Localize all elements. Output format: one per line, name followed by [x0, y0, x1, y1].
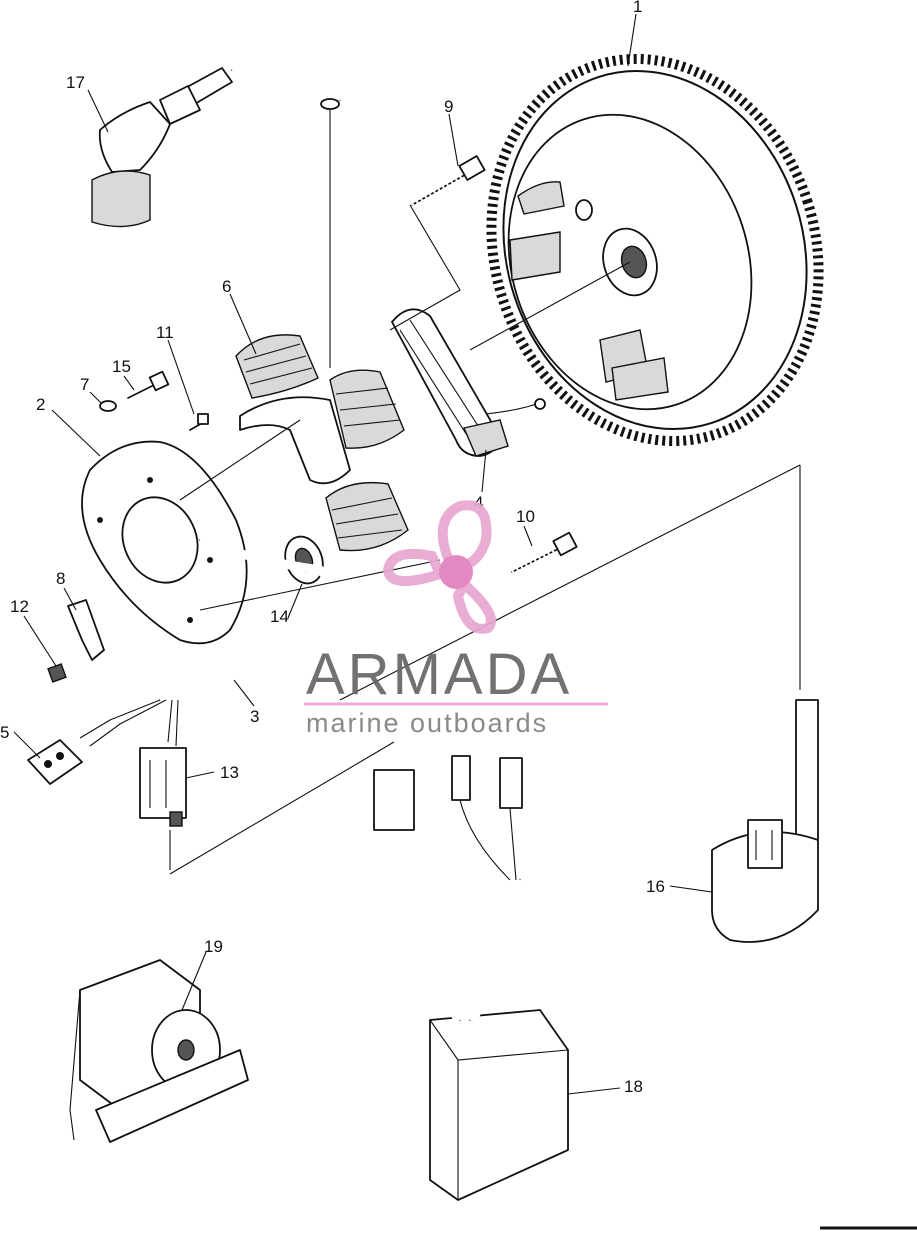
callout-8: 8	[56, 569, 65, 588]
callout-13: 13	[220, 763, 239, 782]
propeller-logo-icon	[382, 500, 496, 634]
callout-5: 5	[0, 723, 9, 742]
callout-17: 17	[66, 73, 85, 92]
callout-18: 18	[624, 1077, 643, 1096]
screw-12	[47, 663, 67, 683]
leader-lines	[13, 13, 713, 1095]
callout-labels: 1 17 9 6 11 15 7 2 4 10 8 12 14 3 5 13 1…	[0, 0, 665, 1096]
ignition-coil-16	[711, 699, 819, 943]
watermark-subtitle: marine outboards	[306, 708, 548, 738]
flywheel-1	[486, 53, 824, 447]
callout-3: 3	[250, 707, 259, 726]
callout-4: 4	[474, 493, 483, 512]
callout-12: 12	[10, 597, 29, 616]
spark-plug-cap-17	[91, 22, 342, 228]
callout-7: 7	[80, 375, 89, 394]
callout-19: 19	[204, 937, 223, 956]
watermark: ARMADA marine outboards	[304, 500, 608, 738]
callout-1: 1	[633, 0, 642, 16]
generating-coils-6	[235, 334, 409, 552]
watermark-title: ARMADA	[306, 642, 572, 707]
screw-15	[127, 370, 170, 399]
assembly-lines	[169, 110, 801, 875]
pulser-coil-4	[391, 308, 546, 457]
connector-13	[139, 747, 187, 827]
wire-harness-3	[79, 535, 341, 747]
callout-11: 11	[156, 323, 174, 342]
bolt-9	[411, 155, 486, 207]
relay-19	[69, 959, 249, 1143]
clamp-8	[67, 599, 105, 661]
callout-2: 2	[36, 395, 45, 414]
callout-10: 10	[516, 507, 535, 526]
callout-14: 14	[270, 607, 289, 626]
callout-6: 6	[222, 277, 231, 296]
screw-11	[189, 413, 209, 431]
callout-15: 15	[112, 357, 131, 376]
connector-5	[27, 739, 83, 785]
washer-7	[99, 400, 117, 412]
callout-9: 9	[444, 97, 453, 116]
cdi-unit-18	[373, 755, 569, 1201]
callout-16: 16	[646, 877, 665, 896]
stator-base-plate-2	[81, 440, 248, 645]
bolt-10	[511, 531, 578, 574]
